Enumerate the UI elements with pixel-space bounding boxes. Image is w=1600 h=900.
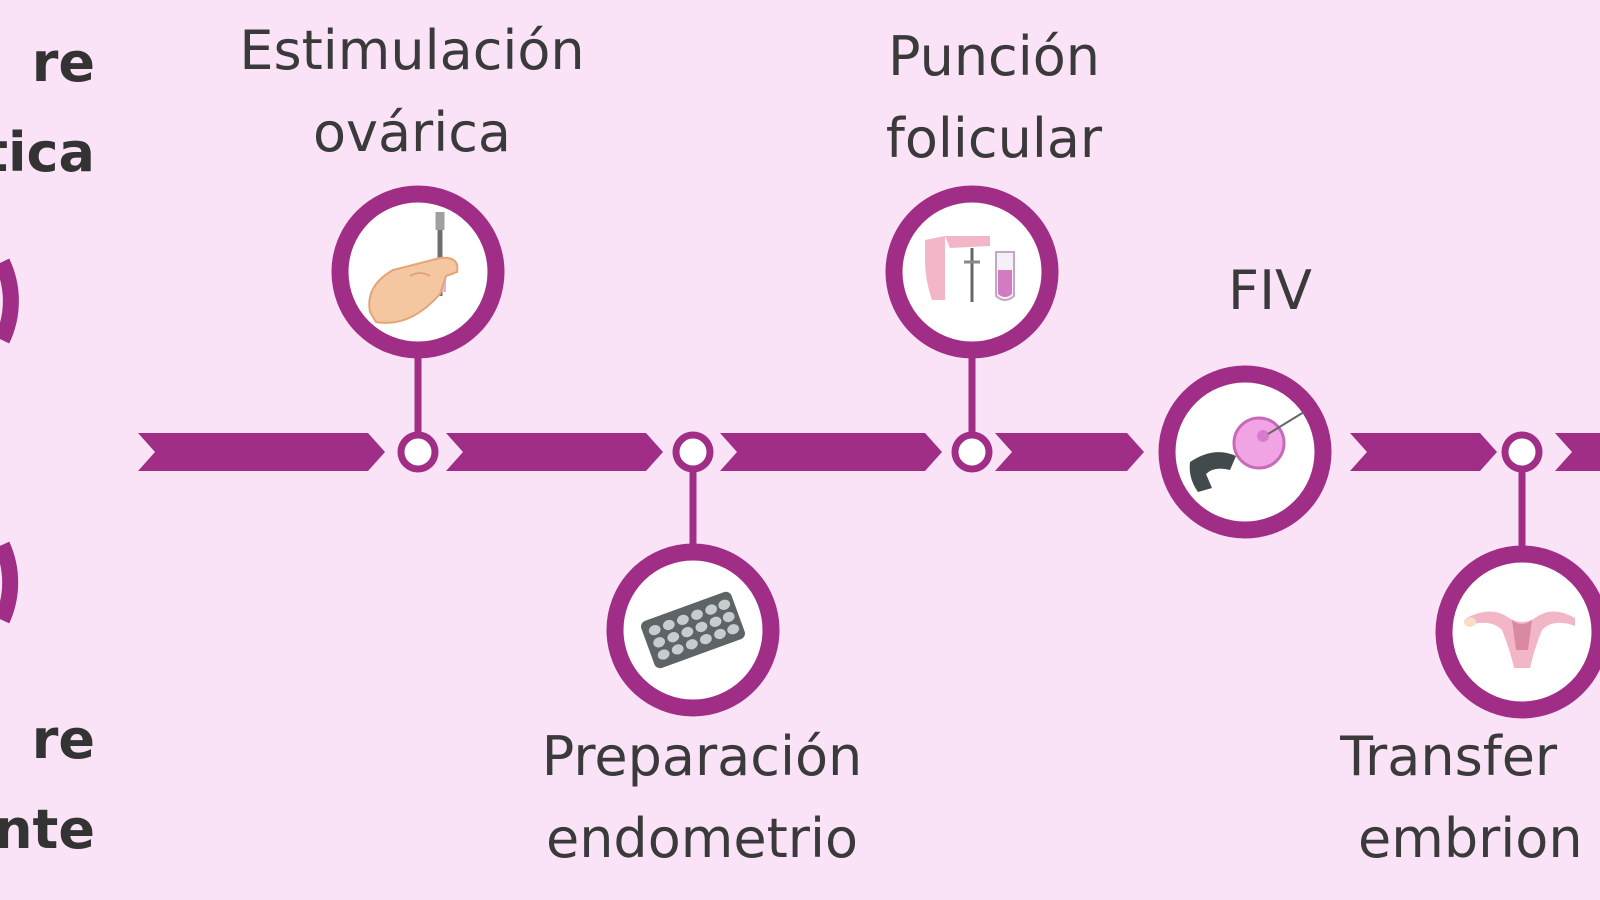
left-label-top-line-1: re	[31, 31, 95, 94]
step-label-fiv-line-1: FIV	[1228, 259, 1312, 322]
step-label-estimulacion-line-1: Estimulación	[239, 19, 585, 82]
pill-blister-icon	[606, 543, 780, 717]
step-label-transferencia-line-2: embrion	[1358, 807, 1583, 870]
node-puncion	[951, 431, 993, 473]
step-label-transferencia-line-1: Transfer	[1340, 725, 1558, 788]
left-label-bottom: re nte	[0, 695, 95, 875]
timeline-arrow-4	[995, 433, 1144, 471]
step-label-transferencia: Transfer embrion	[1340, 716, 1600, 880]
step-label-fiv: FIV	[1170, 250, 1370, 332]
step-label-puncion-line-2: folicular	[885, 107, 1103, 170]
step-label-estimulacion-line-2: ovárica	[312, 101, 512, 164]
ivf-egg-icon	[1158, 365, 1332, 539]
left-partial-circle-top	[0, 258, 19, 344]
step-label-preparacion: Preparación endometrio	[502, 716, 902, 880]
left-label-top: re tica	[0, 18, 95, 198]
left-partial-circle-bottom	[0, 541, 19, 624]
follicular-puncture-icon	[885, 185, 1059, 359]
node-transferencia	[1501, 431, 1543, 473]
step-label-estimulacion: Estimulación ovárica	[212, 10, 612, 174]
left-label-bottom-line-1: re	[31, 708, 95, 771]
step-label-preparacion-line-2: endometrio	[545, 807, 858, 870]
node-estimulacion	[397, 431, 439, 473]
left-label-top-line-2: tica	[0, 121, 95, 184]
step-label-preparacion-line-1: Preparación	[541, 725, 863, 788]
timeline-arrow-1	[138, 433, 385, 471]
uterus-icon	[1435, 545, 1600, 719]
timeline-arrow-3	[720, 433, 942, 471]
timeline-arrow-6	[1555, 433, 1600, 471]
step-label-puncion-line-1: Punción	[887, 25, 1101, 88]
timeline-arrow-2	[446, 433, 663, 471]
node-preparacion	[672, 431, 714, 473]
left-label-bottom-line-2: nte	[0, 798, 95, 861]
step-label-puncion: Punción folicular	[794, 16, 1194, 180]
timeline-arrow-5	[1350, 433, 1497, 471]
hand-syringe-icon	[331, 185, 505, 359]
